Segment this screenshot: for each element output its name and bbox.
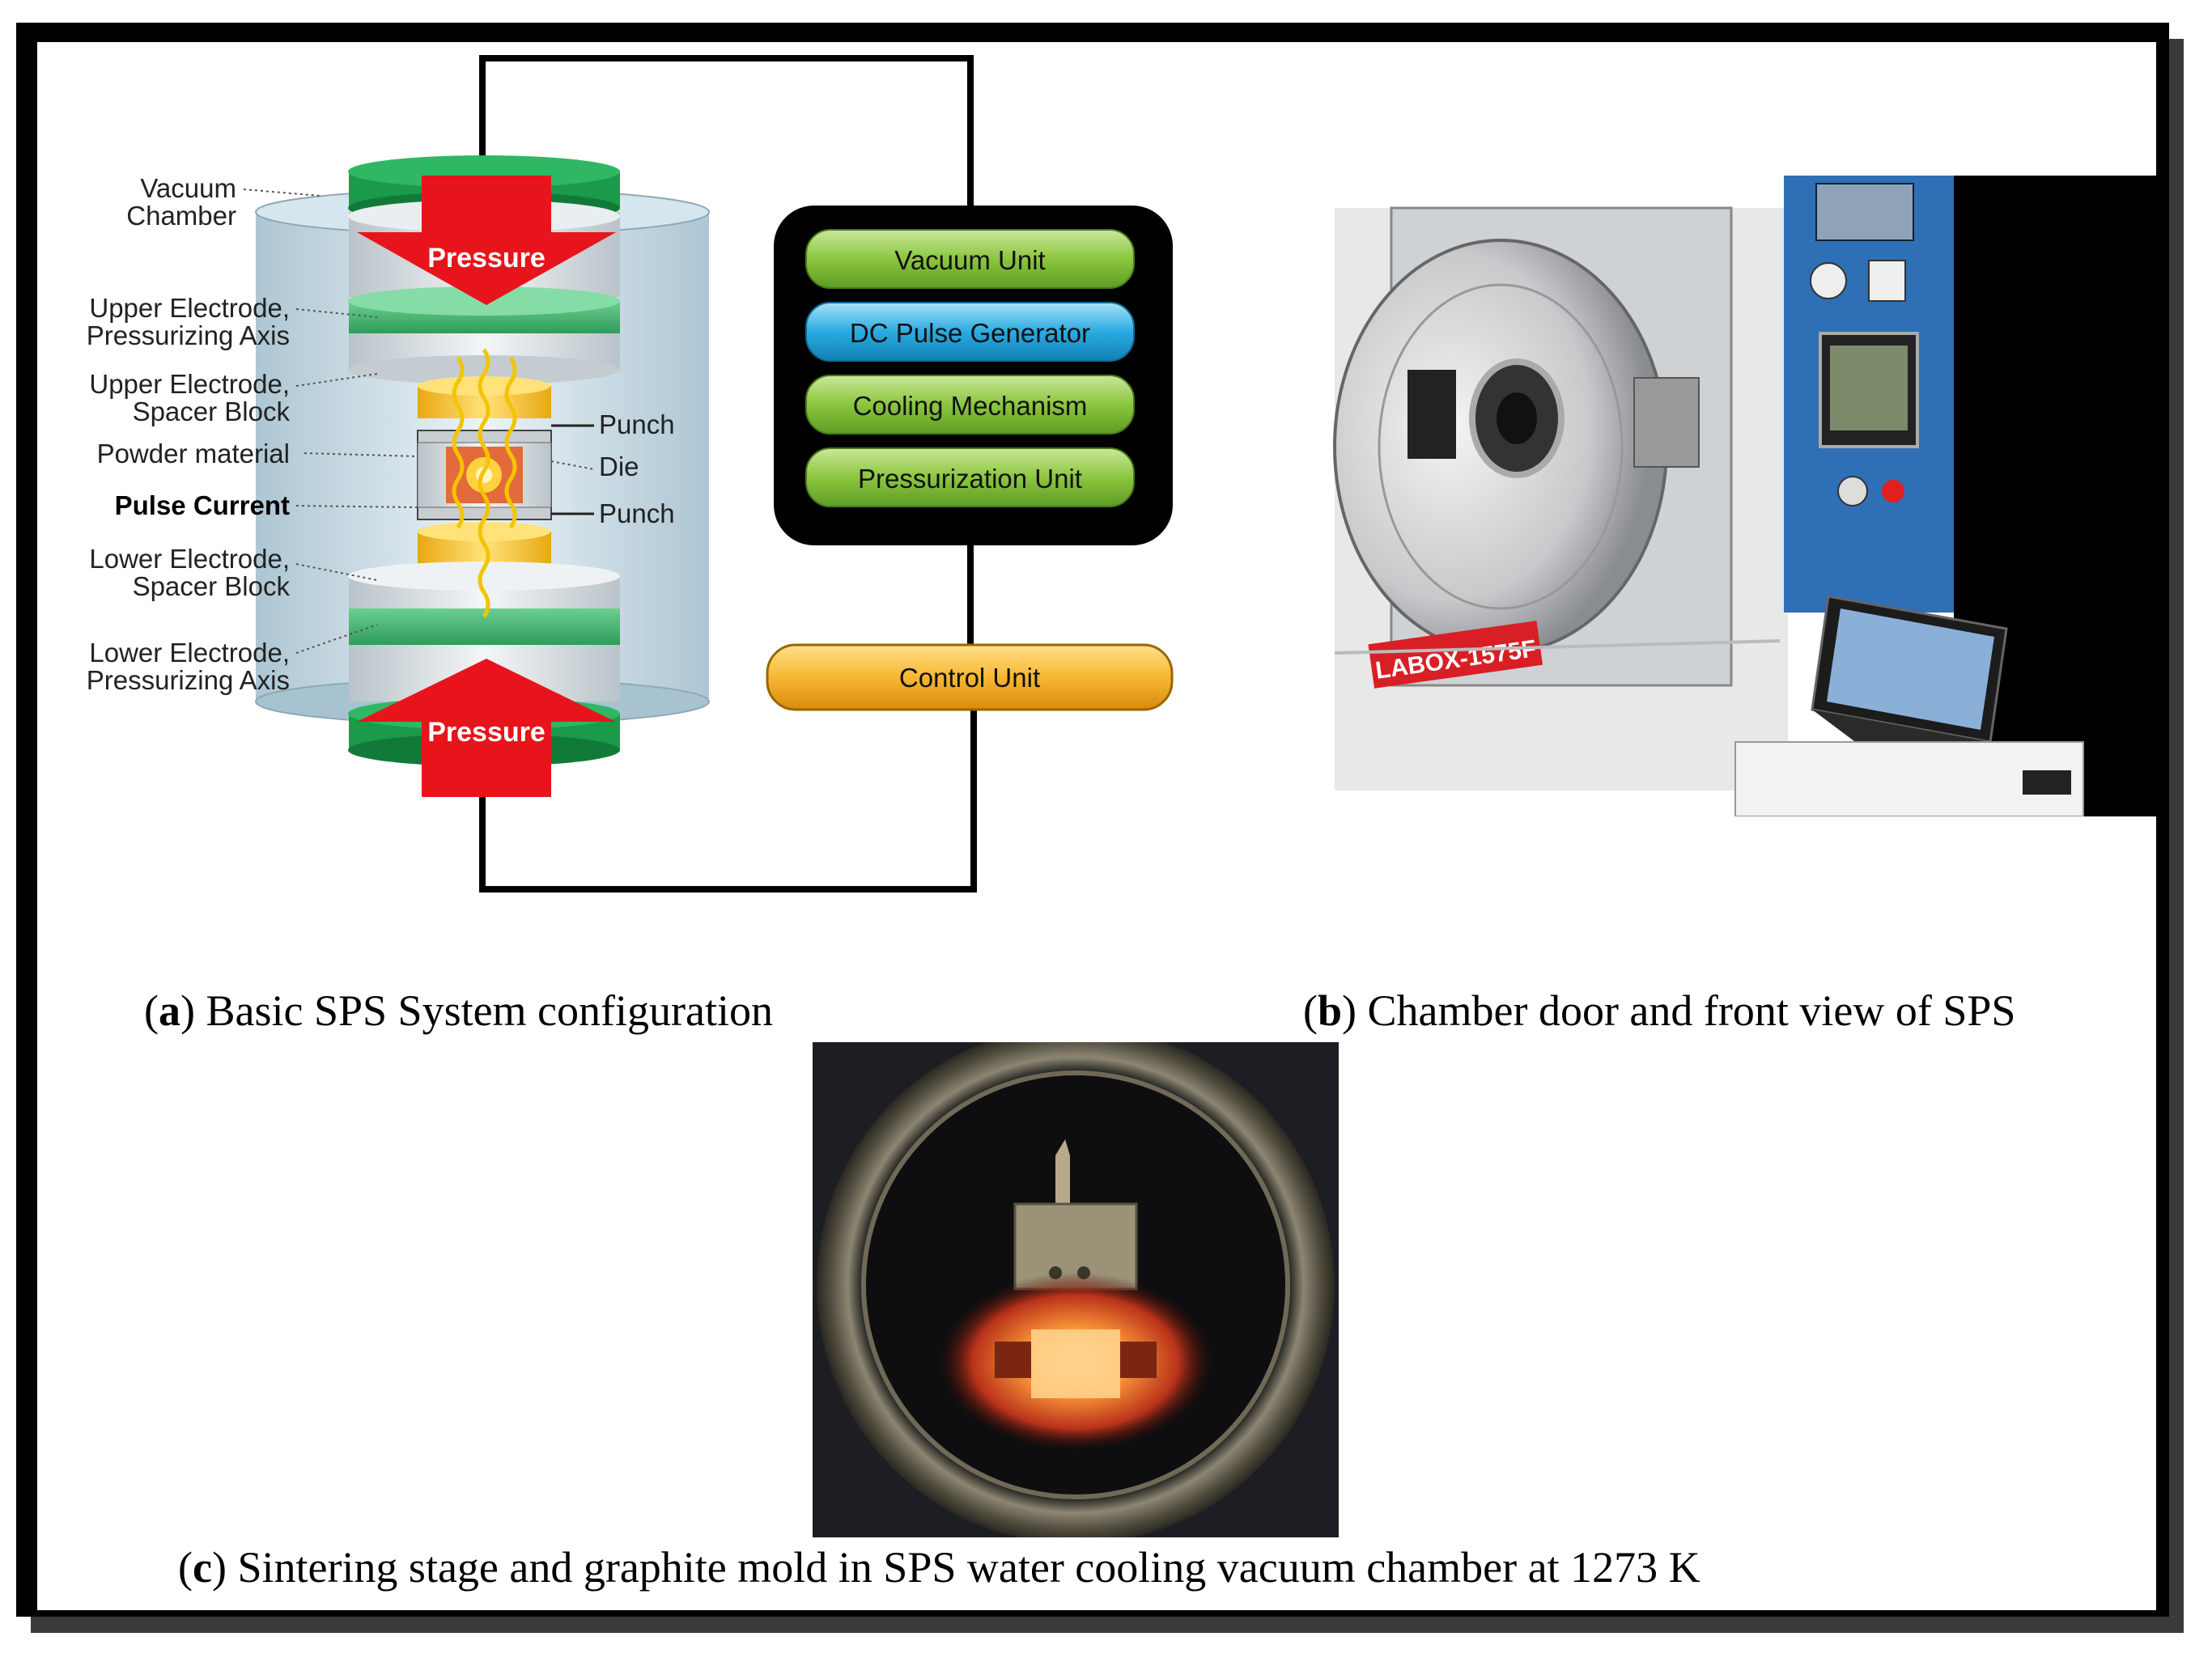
label-powder-material: Powder material [96,439,290,468]
label-pulse-current: Pulse Current [114,490,290,520]
sps-system-diagram: Pressure Pressure [243,55,1174,892]
label-die: Die [599,452,639,481]
vacuum-unit-label: Vacuum Unit [894,245,1046,275]
laptop [1811,595,2055,791]
control-unit-box [766,643,1174,711]
sps-machine-photo: LABOX-1575F [1327,176,2156,816]
pulse-current-arrows [452,348,517,618]
label-lower-electrode-spacer: Lower Electrode, Spacer Block [89,544,290,601]
pressurization-unit-box [805,447,1135,507]
figure-canvas: Pressure Pressure [37,42,2156,1610]
caption-b: (b) Chamber door and front view of SPS [1303,986,2016,1035]
label-upper-electrode-spacer: Upper Electrode, Spacer Block [89,369,290,426]
die-block [417,430,552,520]
circuit-wire-bottom [479,697,977,892]
pressure-bottom-label: Pressure [427,717,546,748]
pressurization-unit-label: Pressurization Unit [858,464,1082,494]
circuit-wire-top [479,55,974,208]
label-vacuum-chamber: Vacuum Chamber [126,173,236,231]
caption-a: (a) Basic SPS System configuration [144,986,773,1035]
brand-label [1368,621,1543,689]
punch-leaders [551,424,594,515]
leader-lines [243,189,595,654]
label-punch-top: Punch [599,409,675,439]
pressure-arrow-down [357,176,616,305]
label-punch-bottom: Punch [599,498,675,528]
cooling-mechanism-label: Cooling Mechanism [852,391,1088,421]
control-unit-label: Control Unit [898,663,1041,693]
dc-pulse-generator-box [805,302,1135,362]
label-upper-electrode-axis: Upper Electrode, Pressurizing Axis [86,293,290,350]
pressure-arrow-up [357,659,616,797]
dc-pulse-generator-label: DC Pulse Generator [849,318,1091,348]
cooling-mechanism-box [805,375,1135,435]
vacuum-chamber-photo [813,1042,1339,1537]
caption-c: (c) Sintering stage and graphite mold in… [178,1543,1700,1592]
pressure-top-label: Pressure [427,243,546,273]
vacuum-unit-box [805,229,1135,289]
label-lower-electrode-axis: Lower Electrode, Pressurizing Axis [86,638,290,695]
